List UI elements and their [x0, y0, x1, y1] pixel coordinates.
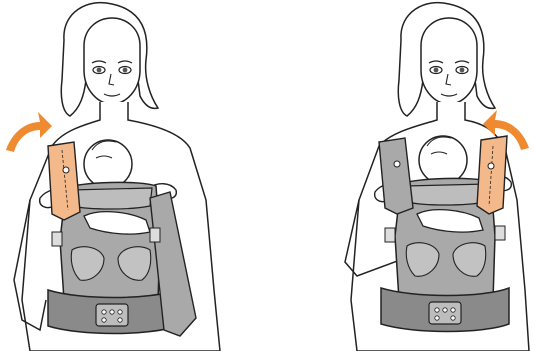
strap-buckle-left [394, 161, 400, 167]
belt-buckle [429, 302, 461, 324]
side-buckle-right [495, 226, 505, 240]
strap-buckle-right [488, 163, 494, 169]
shoulder-strap-right-highlighted [477, 136, 507, 214]
curved-arrow-icon [6, 112, 52, 152]
side-buckle-left [385, 228, 395, 242]
belt-buckle [96, 304, 128, 326]
carrier-hood-fold [70, 188, 152, 209]
side-buckle-right [150, 228, 160, 242]
left-panel-drawing [0, 0, 268, 351]
shoulder-strap-left-highlighted [48, 142, 80, 220]
carrier-hood-fold [405, 184, 487, 205]
baby-head [419, 136, 467, 184]
panel-left [0, 0, 268, 351]
woman-face [84, 18, 140, 104]
panel-right [267, 0, 535, 351]
right-panel-drawing [267, 0, 535, 351]
woman-face [421, 18, 477, 104]
side-buckle-left [52, 232, 62, 246]
baby-head [84, 140, 132, 188]
strap-buckle-left [63, 167, 69, 173]
